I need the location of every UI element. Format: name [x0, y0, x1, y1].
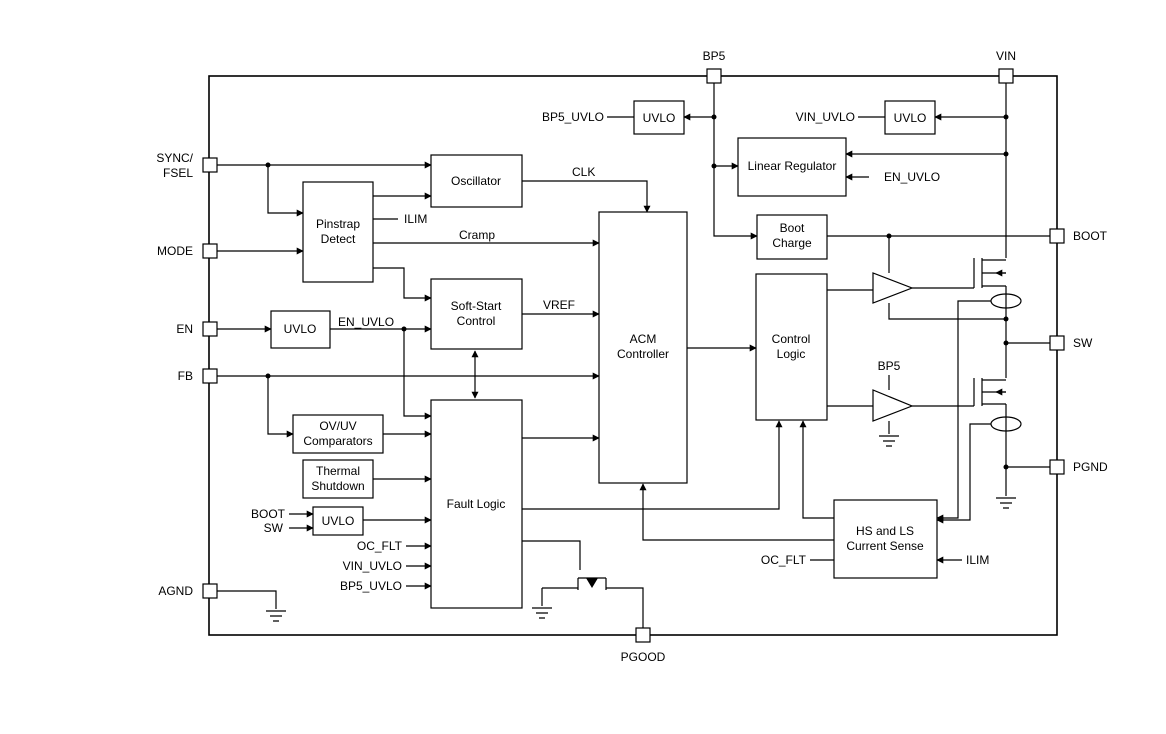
label-boot-in: BOOT	[251, 507, 286, 521]
svg-text:Controller: Controller	[617, 347, 669, 361]
pin-bp5: BP5	[703, 49, 726, 84]
pinstrap-detect-block: Pinstrap Detect	[302, 181, 374, 283]
svg-text:PGND: PGND	[1073, 460, 1108, 474]
svg-text:SW: SW	[1073, 336, 1093, 350]
control-logic-block: Control Logic	[755, 273, 828, 421]
label-en-uvlo-linreg: EN_UVLO	[884, 170, 940, 184]
thermal-shutdown-block: Thermal Shutdown	[302, 459, 374, 499]
svg-text:Current Sense: Current Sense	[846, 539, 924, 553]
label-bp5-uvlo-in: BP5_UVLO	[340, 579, 402, 593]
fault-logic-block: Fault Logic	[430, 399, 523, 609]
svg-text:BP5: BP5	[703, 49, 726, 63]
svg-text:UVLO: UVLO	[643, 111, 676, 125]
soft-start-control-block: Soft-Start Control	[430, 278, 523, 350]
svg-text:AGND: AGND	[158, 584, 193, 598]
label-oc-flt-in: OC_FLT	[357, 539, 403, 553]
svg-text:UVLO: UVLO	[322, 514, 355, 528]
svg-text:Control: Control	[772, 332, 811, 346]
hs-gate-driver	[872, 272, 914, 304]
svg-text:UVLO: UVLO	[894, 111, 927, 125]
svg-text:OV/UV: OV/UV	[319, 419, 356, 433]
pin-sw: SW	[1049, 335, 1093, 351]
label-oc-flt-out: OC_FLT	[761, 553, 807, 567]
svg-text:MODE: MODE	[157, 244, 193, 258]
junction-dots	[265, 114, 1009, 470]
signal-labels: BP5_UVLO VIN_UVLO EN_UVLO CLK ILIM Cramp…	[251, 110, 989, 593]
pin-fb: FB	[178, 368, 218, 384]
svg-text:FSEL: FSEL	[163, 166, 193, 180]
label-vref: VREF	[543, 298, 575, 312]
label-en-uvlo: EN_UVLO	[338, 315, 394, 329]
label-ilim-cs: ILIM	[966, 553, 989, 567]
pin-vin: VIN	[996, 49, 1016, 84]
svg-text:EN: EN	[176, 322, 193, 336]
svg-text:Thermal: Thermal	[316, 464, 360, 478]
label-sw-in: SW	[264, 521, 284, 535]
svg-text:BOOT: BOOT	[1073, 229, 1108, 243]
pin-agnd: AGND	[158, 583, 218, 599]
svg-text:Linear Regulator: Linear Regulator	[748, 159, 837, 173]
oscillator-block: Oscillator	[430, 154, 523, 208]
label-vin-uvlo: VIN_UVLO	[796, 110, 855, 124]
svg-text:PGOOD: PGOOD	[621, 650, 666, 664]
linear-regulator-block: Linear Regulator	[737, 137, 847, 197]
svg-text:Pinstrap: Pinstrap	[316, 217, 360, 231]
svg-text:UVLO: UVLO	[284, 322, 317, 336]
svg-text:Charge: Charge	[772, 236, 812, 250]
label-clk: CLK	[572, 165, 595, 179]
pin-pgnd: PGND	[1049, 459, 1108, 475]
chip-outline	[208, 75, 1058, 636]
svg-text:VIN: VIN	[996, 49, 1016, 63]
boot-uvlo-block: UVLO	[312, 506, 364, 536]
label-bp5-uvlo: BP5_UVLO	[542, 110, 604, 124]
svg-text:FB: FB	[178, 369, 193, 383]
label-bp5-driver: BP5	[878, 359, 901, 373]
vin-uvlo-block: UVLO	[884, 100, 936, 135]
ls-gate-driver	[872, 389, 914, 422]
hs-current-sense-coil	[990, 293, 1022, 309]
svg-text:SYNC/: SYNC/	[156, 151, 193, 165]
wires	[217, 83, 1050, 629]
svg-text:Oscillator: Oscillator	[451, 174, 501, 188]
svg-text:ACM: ACM	[630, 332, 657, 346]
label-vin-uvlo-in: VIN_UVLO	[343, 559, 402, 573]
current-sense-block: HS and LS Current Sense	[833, 499, 938, 579]
label-ilim-pinstrap: ILIM	[404, 212, 427, 226]
label-cramp: Cramp	[459, 228, 495, 242]
ovuv-comparators-block: OV/UV Comparators	[292, 414, 384, 454]
svg-text:Comparators: Comparators	[303, 434, 372, 448]
bp5-uvlo-block: UVLO	[633, 100, 685, 135]
svg-text:Shutdown: Shutdown	[311, 479, 364, 493]
svg-text:Detect: Detect	[321, 232, 356, 246]
svg-text:Soft-Start: Soft-Start	[451, 299, 502, 313]
svg-text:Control: Control	[457, 314, 496, 328]
ls-current-sense-coil	[990, 416, 1022, 432]
pin-mode: MODE	[157, 243, 218, 259]
pgood-fet-arrow	[586, 578, 598, 588]
svg-text:HS and LS: HS and LS	[856, 524, 914, 538]
svg-text:Boot: Boot	[780, 221, 805, 235]
boot-charge-block: Boot Charge	[756, 214, 828, 260]
pin-en: EN	[176, 321, 218, 337]
en-uvlo-block: UVLO	[270, 310, 331, 349]
pin-sync-fsel: SYNC/ FSEL	[156, 151, 218, 180]
svg-text:Logic: Logic	[777, 347, 806, 361]
acm-controller-block: ACM Controller	[598, 211, 688, 484]
pin-boot: BOOT	[1049, 228, 1108, 244]
svg-text:Fault Logic: Fault Logic	[447, 497, 506, 511]
pin-pgood: PGOOD	[621, 627, 666, 664]
